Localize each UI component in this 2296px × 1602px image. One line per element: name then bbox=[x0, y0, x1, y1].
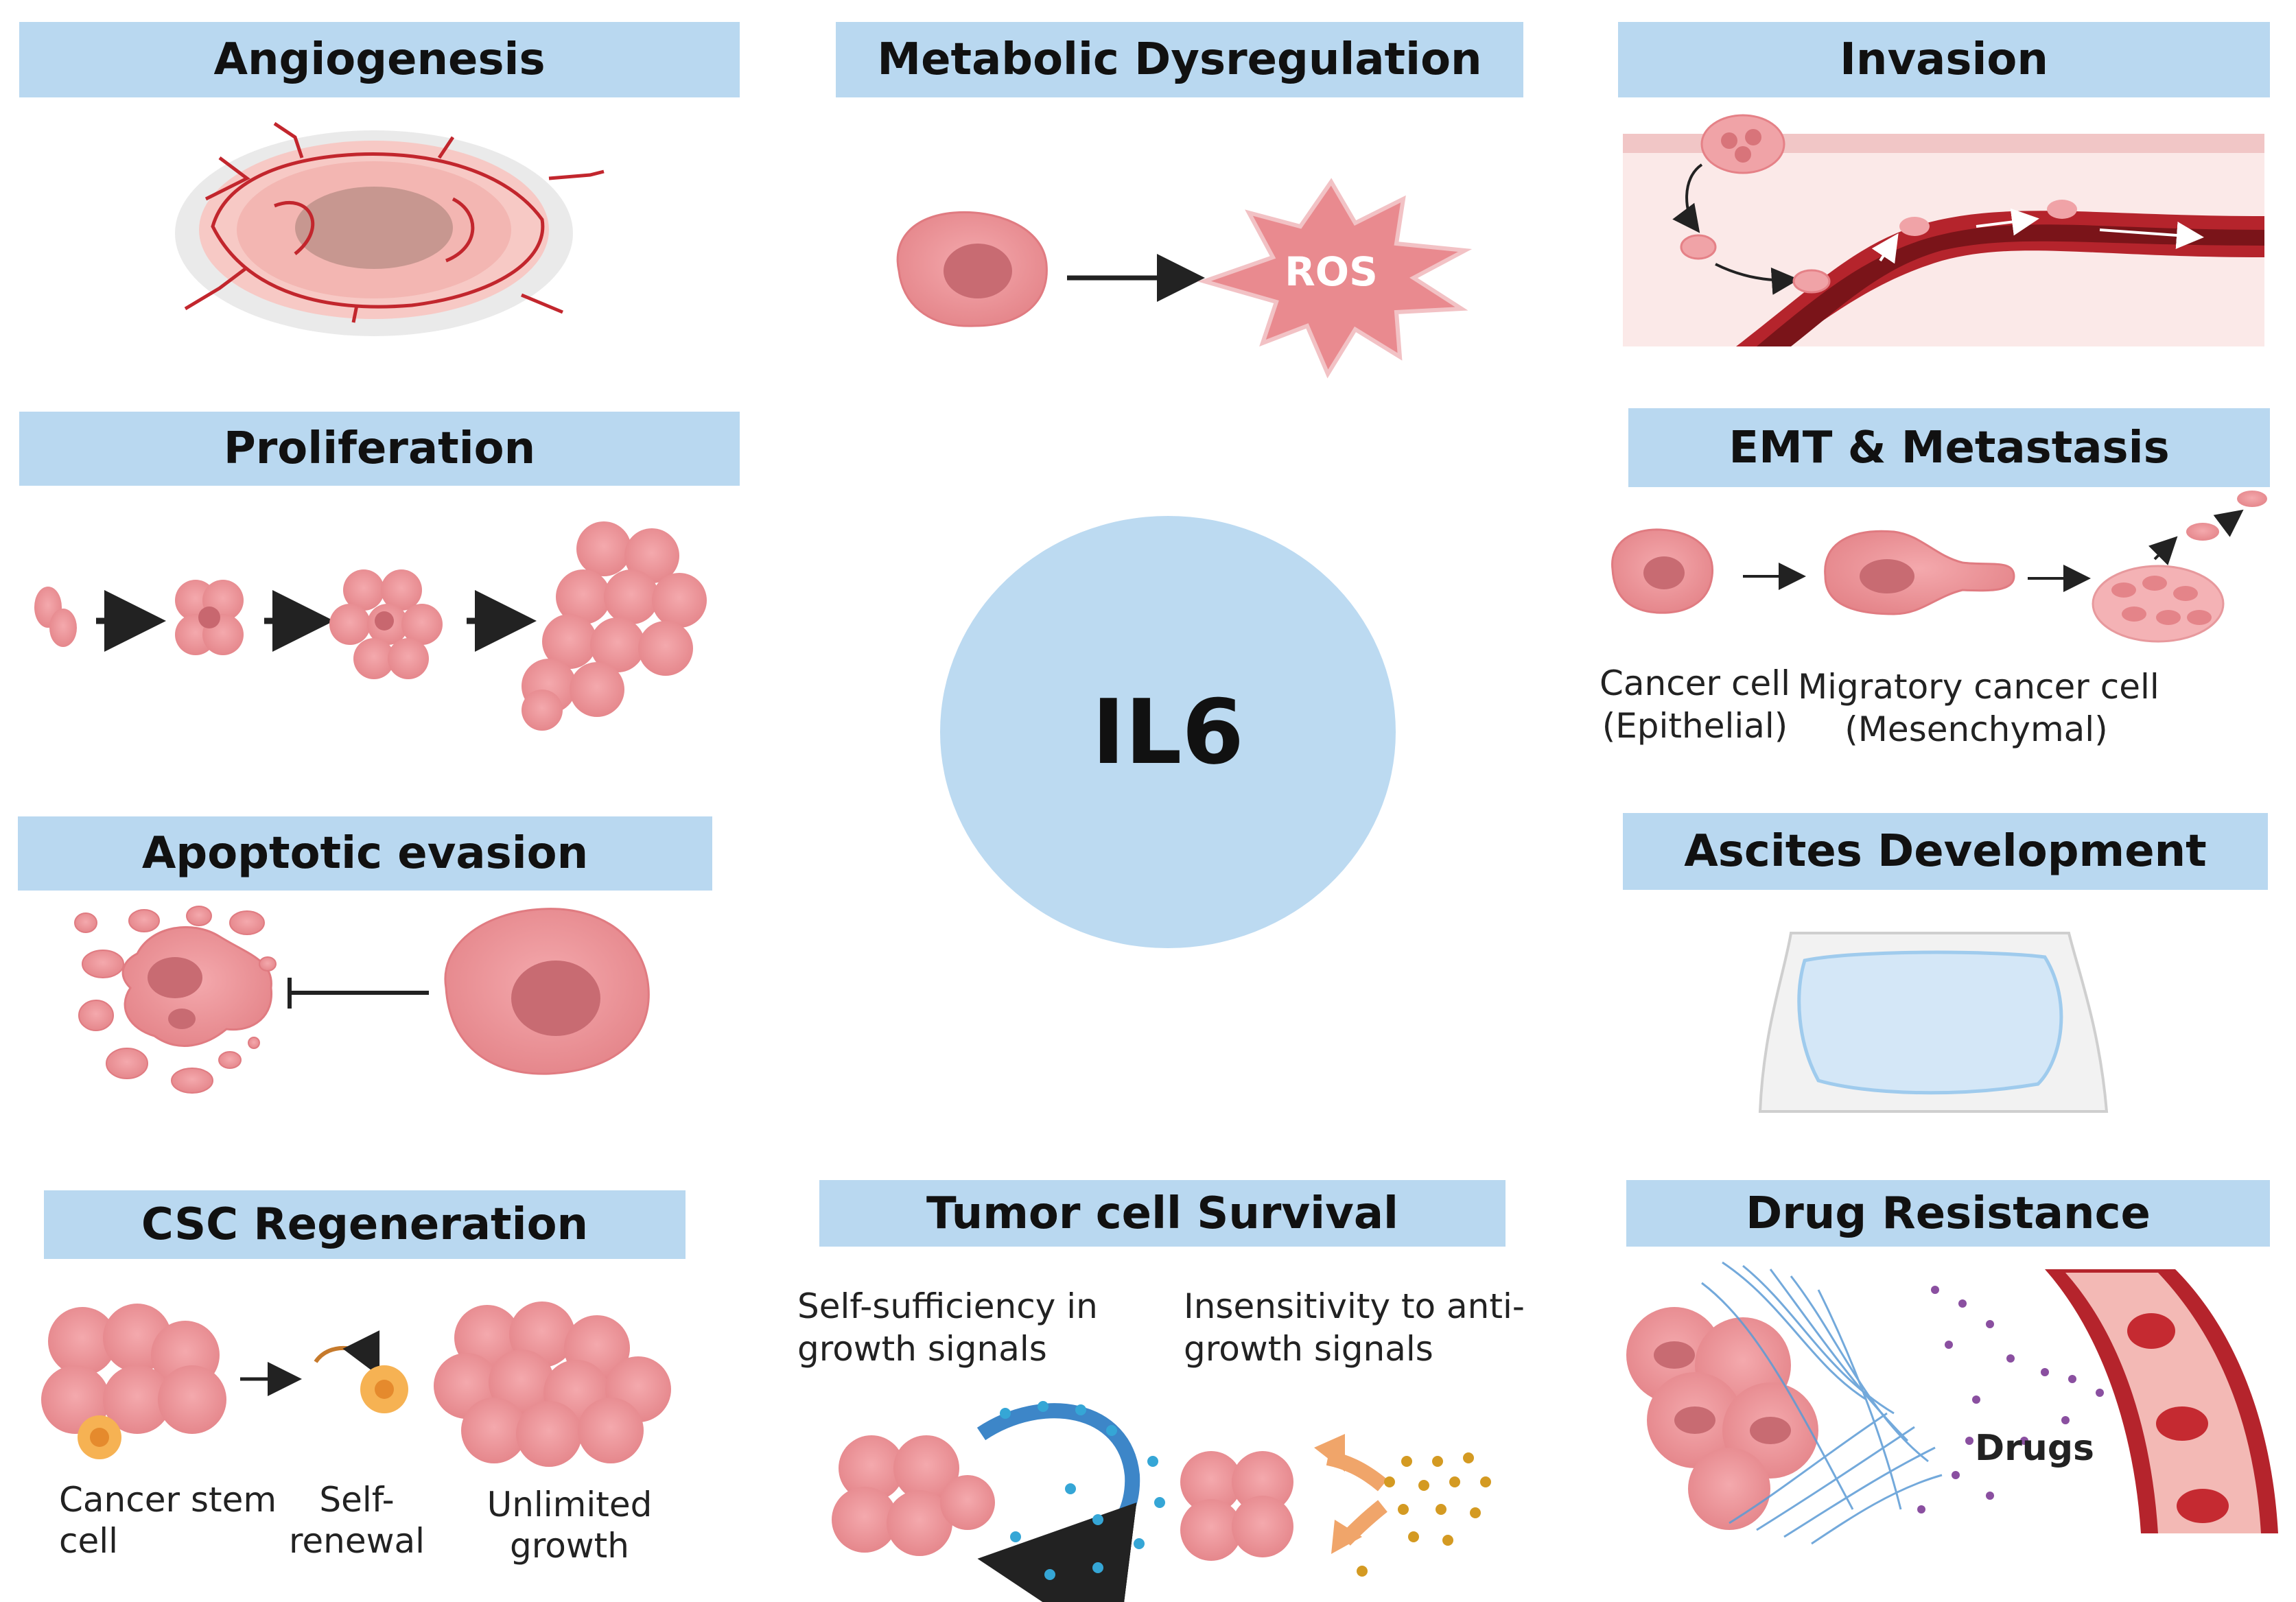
ros-burst bbox=[1197, 178, 1473, 379]
header-proliferation: Proliferation bbox=[19, 412, 740, 486]
header-apoptotic: Apoptotic evasion bbox=[18, 816, 712, 891]
survival-illustration bbox=[832, 1401, 1491, 1602]
csc-illustration bbox=[41, 1301, 671, 1467]
emt-epithelial-label-2: (Epithelial) bbox=[1602, 706, 1788, 746]
invasion-illustration bbox=[1623, 114, 2264, 346]
csc-stem-label-2: cell bbox=[59, 1521, 119, 1561]
survival-insens-label-2: growth signals bbox=[1184, 1329, 1433, 1369]
header-angiogenesis: Angiogenesis bbox=[19, 22, 740, 97]
emt-migratory-label-1: Migratory cancer cell bbox=[1798, 667, 2159, 707]
ros-label: ROS bbox=[1285, 248, 1378, 295]
emt-illustration bbox=[1611, 491, 2267, 643]
metabolic-title: Metabolic Dysregulation bbox=[877, 34, 1482, 85]
header-drug: Drug Resistance bbox=[1626, 1180, 2270, 1247]
proliferation-title: Proliferation bbox=[223, 423, 536, 474]
emt-title: EMT & Metastasis bbox=[1729, 422, 2170, 473]
csc-renewal-label-1: Self- bbox=[319, 1480, 395, 1520]
csc-growth-label-1: Unlimited bbox=[487, 1485, 653, 1524]
survival-self-label-1: Self-sufficiency in bbox=[797, 1286, 1098, 1326]
apoptotic-illustration bbox=[74, 906, 650, 1094]
ascites-title: Ascites Development bbox=[1684, 826, 2207, 877]
header-ascites: Ascites Development bbox=[1623, 813, 2268, 890]
il6-label: IL6 bbox=[1092, 680, 1244, 784]
ascites-abdomen bbox=[1758, 932, 2109, 1113]
header-metabolic: Metabolic Dysregulation bbox=[836, 22, 1523, 97]
emt-epithelial-label-1: Cancer cell bbox=[1600, 663, 1790, 703]
invasion-title: Invasion bbox=[1840, 34, 2048, 85]
survival-insens-label-1: Insensitivity to anti- bbox=[1184, 1286, 1525, 1326]
drug-resistance-illustration bbox=[1626, 1261, 2278, 1545]
header-invasion: Invasion bbox=[1618, 22, 2270, 97]
il6-circle: IL6 bbox=[940, 516, 1396, 948]
survival-title: Tumor cell Survival bbox=[926, 1188, 1398, 1239]
apoptotic-title: Apoptotic evasion bbox=[141, 828, 589, 879]
angiogenesis-title: Angiogenesis bbox=[213, 34, 546, 85]
csc-growth-label-2: growth bbox=[510, 1526, 629, 1566]
csc-stem-label-1: Cancer stem bbox=[59, 1480, 277, 1520]
survival-self-label-2: growth signals bbox=[797, 1329, 1047, 1369]
emt-migratory-label-2: (Mesenchymal) bbox=[1844, 709, 2108, 749]
drug-title: Drug Resistance bbox=[1746, 1188, 2151, 1239]
csc-title: CSC Regeneration bbox=[141, 1199, 589, 1250]
proliferation-sequence bbox=[34, 521, 707, 731]
csc-renewal-label-2: renewal bbox=[288, 1521, 425, 1561]
angiogenesis-tumor bbox=[175, 121, 605, 336]
header-emt: EMT & Metastasis bbox=[1628, 408, 2270, 487]
header-survival: Tumor cell Survival bbox=[819, 1180, 1506, 1247]
drugs-label: Drugs bbox=[1975, 1428, 2095, 1469]
metabolic-cell bbox=[896, 211, 1048, 327]
header-csc: CSC Regeneration bbox=[44, 1190, 686, 1259]
